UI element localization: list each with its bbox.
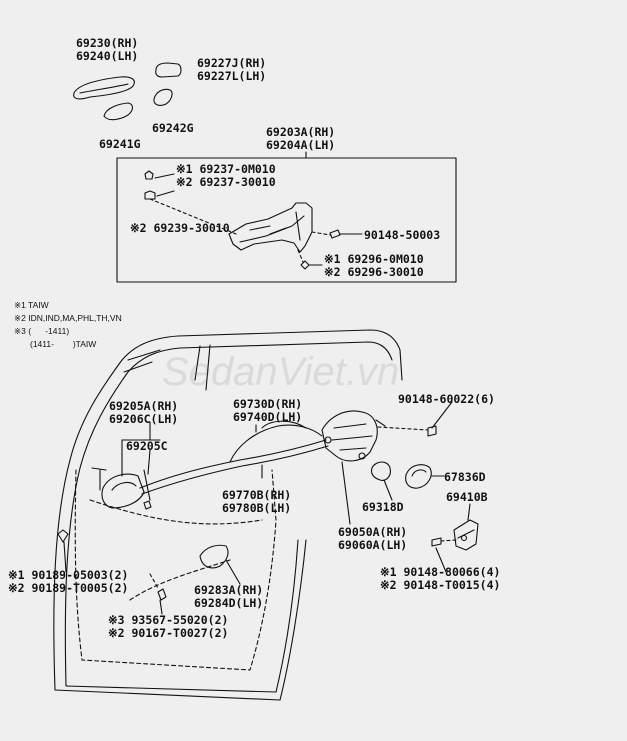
label-inner-rh: 69205A(RH) [109, 399, 179, 413]
cable-part [139, 439, 327, 489]
seal-part-2 [405, 464, 432, 489]
label-cable-rh: 69730D(RH) [233, 397, 303, 411]
label-b1: ※1 69237-0M010 [176, 162, 276, 176]
label-sc2: ※2 90148-T0015(4) [380, 578, 501, 592]
door-lock-part [321, 410, 378, 462]
label-b6: ※2 69296-30010 [324, 265, 424, 279]
label-lock-rh: 69050A(RH) [338, 525, 408, 539]
door-outline [53, 329, 403, 691]
label-inner-lh: 69206C(LH) [109, 412, 179, 426]
cover-part [199, 544, 229, 569]
label-frame-lh: 69204A(LH) [266, 138, 336, 152]
label-screw1: 90148-60022(6) [398, 392, 495, 406]
label-handle-lh: 69240(LH) [76, 49, 139, 63]
label-cover-rh: 69283A(RH) [194, 583, 264, 597]
label-cover-lh: 69284D(LH) [194, 596, 264, 610]
label-striker: 69410B [446, 490, 488, 504]
striker-part [453, 519, 479, 551]
label-handle-rh: 69230(RH) [76, 36, 139, 50]
label-sc1: ※1 90148-80066(4) [380, 565, 501, 579]
note-4: (1411- )TAIW [30, 339, 97, 349]
inside-handle-part [101, 473, 145, 509]
label-cl2: ※2 90189-T0005(2) [8, 581, 129, 595]
handle-pad-part-2 [153, 88, 173, 106]
label-pad2: 69242G [152, 121, 194, 135]
label-b4: 90148-50003 [364, 228, 441, 242]
label-lock-lh: 69060A(LH) [338, 538, 408, 552]
label-b2: ※2 69237-30010 [176, 175, 276, 189]
outside-handle-part [73, 76, 135, 100]
handle-pad-part-3 [103, 102, 134, 121]
label-seal1: 67836D [444, 470, 486, 484]
door-handle-frame-part [228, 202, 313, 253]
seal-part [370, 461, 391, 481]
handle-pad-part [155, 62, 182, 78]
label-cl1: ※1 90189-05003(2) [8, 568, 129, 582]
label-rod-lh: 69780B(LH) [222, 501, 292, 515]
label-seal2: 69318D [362, 500, 404, 514]
label-rod-rh: 69770B(RH) [222, 488, 292, 502]
label-pad-lh: 69227L(LH) [197, 69, 267, 83]
note-3: ※3 ( -1411) [14, 326, 70, 336]
note-1: ※1 TAIW [14, 300, 49, 310]
label-frame-rh: 69203A(RH) [266, 125, 336, 139]
label-inner2: 69205C [126, 439, 168, 453]
frame-group-box [116, 157, 457, 283]
label-b3: ※2 69239-30010 [130, 221, 230, 235]
label-pad3: 69241G [99, 137, 141, 151]
note-2: ※2 IDN,IND,MA,PHL,TH,VN [14, 313, 122, 323]
label-pad-rh: 69227J(RH) [197, 56, 267, 70]
label-s3: ※3 93567-55020(2) [108, 613, 229, 627]
label-s4: ※2 90167-T0027(2) [108, 626, 229, 640]
label-cable-lh: 69740D(LH) [233, 410, 303, 424]
watermark: SedanViet.vn [162, 350, 400, 394]
label-b5: ※1 69296-0M010 [324, 252, 424, 266]
